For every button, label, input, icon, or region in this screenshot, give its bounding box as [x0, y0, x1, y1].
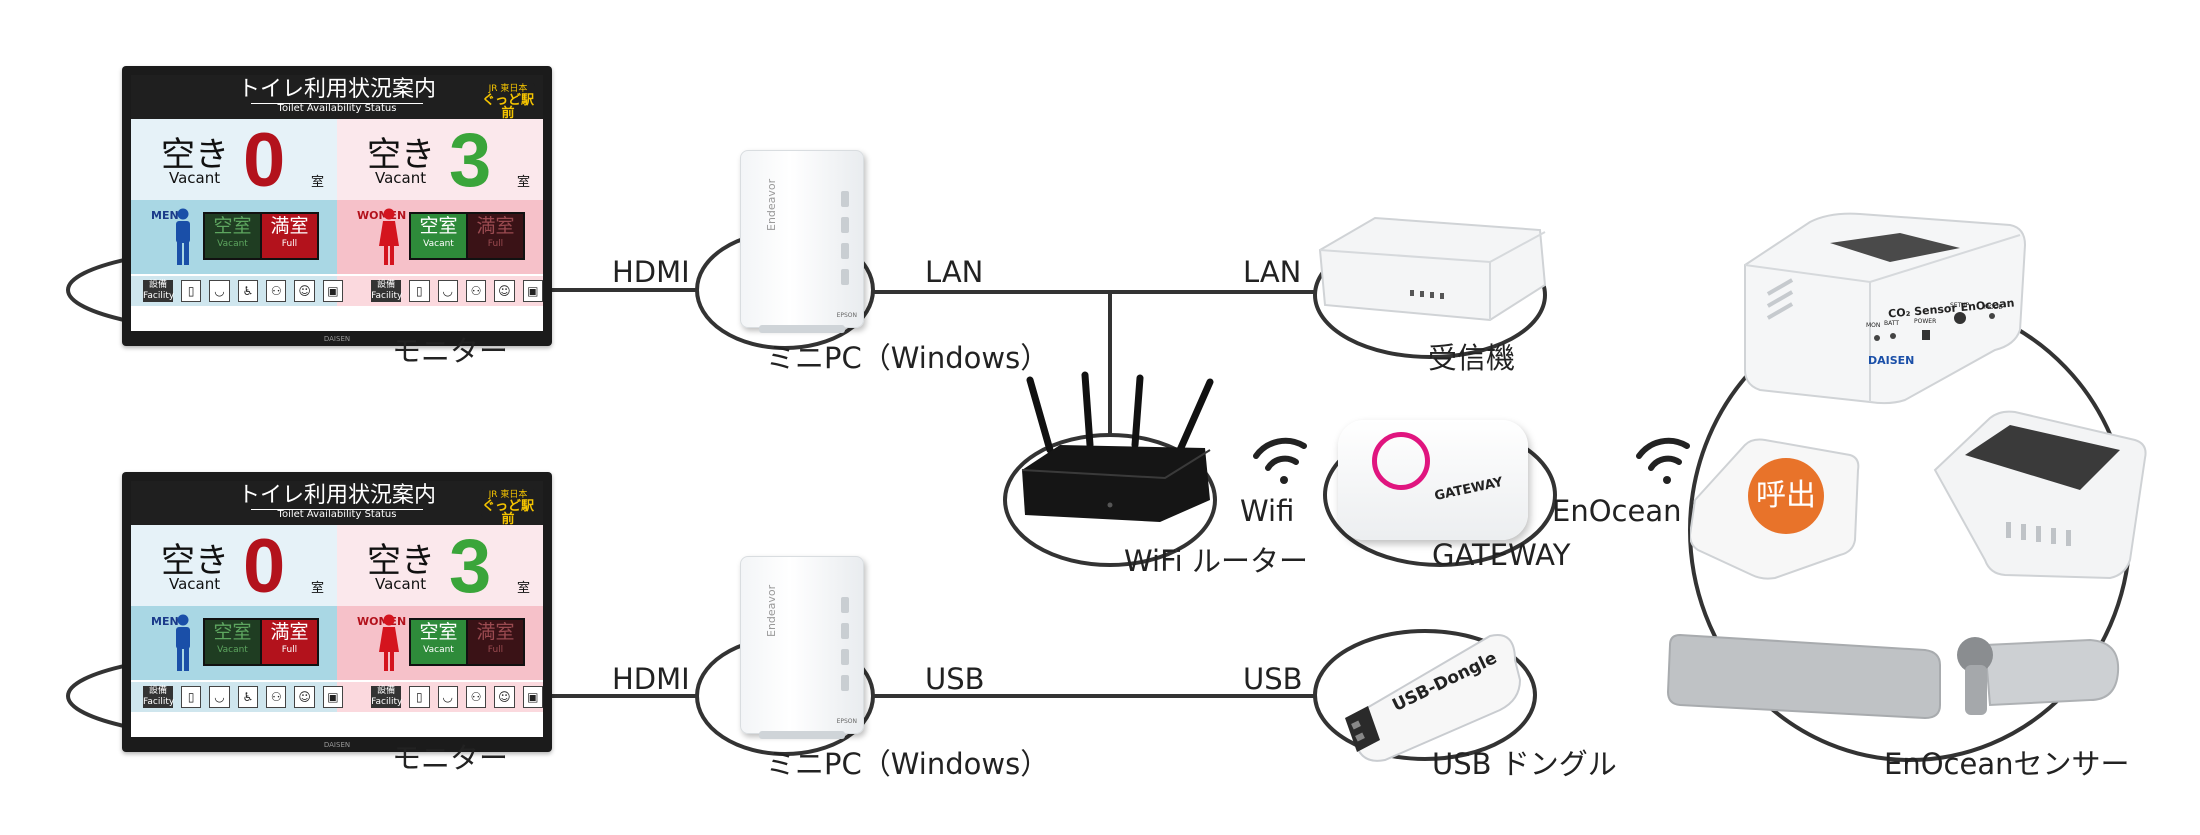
women-vacant-panel: 空き Vacant 3 室 [337, 524, 543, 609]
call-button-sensor: 呼出 [1690, 430, 1860, 580]
station-logo: JR 東日本 ぐっど駅前 [481, 83, 535, 121]
sink-icon: ◡ [437, 280, 458, 302]
women-icon [379, 208, 399, 265]
men-vacant-panel: 空き Vacant 0 室 [131, 524, 337, 609]
men-icon [176, 614, 190, 671]
label-monitor-top: モニター [392, 334, 509, 368]
wheelchair-icon: ♿ [237, 686, 259, 708]
label-usb-right: USB [1243, 662, 1303, 696]
co2-maker-logo: DAISEN [1868, 354, 1915, 367]
solar-sensor-device [1933, 410, 2147, 580]
gateway-device: GATEWAY [1338, 420, 1528, 540]
toilet-icon: ▯ [409, 686, 430, 708]
monitor-maker: DAISEN [323, 335, 351, 343]
toilet-icon: ▯ [409, 280, 430, 302]
label-receiver: 受信機 [1428, 341, 1516, 375]
monitor-bottom: トイレ利用状況案内 Toilet Availability Status JR … [122, 472, 552, 752]
label-wifi-router: WiFi ルーター [1124, 544, 1308, 578]
family-icon: ⚇ [465, 686, 487, 708]
monitor-maker: DAISEN [323, 741, 351, 749]
monitor-header: トイレ利用状況案内 Toilet Availability Status JR … [131, 75, 543, 121]
minipc-bottom: Endeavor EPSON [740, 556, 864, 739]
label-enocean-sensor: EnOceanセンサー [1884, 747, 2130, 781]
family-icon: ⚇ [266, 280, 287, 302]
monitor-header: トイレ利用状況案内 Toilet Availability Status JR … [131, 481, 543, 527]
wifi-signal-icon [1253, 437, 1307, 484]
monitor-title: トイレ利用状況案内 [237, 483, 436, 508]
minipc-top: Endeavor EPSON [740, 150, 864, 333]
urinal-icon: ◡ [209, 686, 230, 708]
monitor-subtitle: Toilet Availability Status [277, 103, 397, 114]
ostomate-icon: ▣ [522, 280, 543, 302]
call-icon: 呼出 [1748, 458, 1824, 534]
men-vacant-panel: 空き Vacant 0 室 [131, 118, 337, 203]
label-hdmi-top: HDMI [612, 255, 690, 289]
women-icon [379, 614, 399, 671]
monitor-top: トイレ利用状況案内 Toilet Availability Status JR … [122, 66, 552, 346]
label-lan-left: LAN [925, 255, 984, 289]
co2-sensor-device [1744, 212, 2027, 405]
wifi-router-device [1021, 371, 1214, 522]
enocean-signal-icon [1636, 437, 1690, 484]
baby-icon: ☺ [294, 686, 315, 708]
baby-icon: ☺ [294, 280, 315, 302]
men-icon [176, 208, 190, 265]
label-hdmi-bottom: HDMI [612, 662, 690, 696]
label-enocean: EnOcean [1552, 494, 1682, 528]
monitor-title: トイレ利用状況案内 [237, 77, 436, 102]
label-gateway: GATEWAY [1432, 538, 1571, 572]
ostomate-icon: ▣ [322, 686, 344, 708]
baby-icon: ☺ [494, 280, 515, 302]
magnet-sensor-device [1666, 633, 2120, 720]
toilet-icon: ▯ [181, 280, 202, 302]
toilet-icon: ▯ [181, 686, 202, 708]
women-count: 3 [449, 524, 492, 609]
station-logo: JR 東日本 ぐっど駅前 [481, 489, 535, 527]
usb-dongle-device [1345, 634, 1522, 762]
label-wifi: Wifi [1240, 494, 1295, 528]
women-count: 3 [449, 118, 492, 203]
label-lan-right: LAN [1243, 255, 1302, 289]
label-minipc-bottom: ミニPC（Windows） [766, 747, 1050, 781]
baby-icon: ☺ [494, 686, 515, 708]
gateway-logo-icon [1372, 432, 1430, 490]
receiver-device [1318, 216, 1547, 322]
wheelchair-icon: ♿ [237, 280, 259, 302]
label-monitor-bottom: モニター [392, 741, 509, 775]
urinal-icon: ◡ [209, 280, 230, 302]
men-count: 0 [243, 118, 286, 203]
label-minipc-top: ミニPC（Windows） [766, 341, 1050, 375]
men-count: 0 [243, 524, 286, 609]
label-usb-dongle: USB ドングル [1432, 747, 1617, 781]
women-vacant-panel: 空き Vacant 3 室 [337, 118, 543, 203]
label-usb-left: USB [925, 662, 985, 696]
ostomate-icon: ▣ [522, 686, 543, 708]
sink-icon: ◡ [437, 686, 458, 708]
ostomate-icon: ▣ [322, 280, 344, 302]
family-icon: ⚇ [266, 686, 287, 708]
family-icon: ⚇ [465, 280, 487, 302]
monitor-subtitle: Toilet Availability Status [277, 509, 397, 520]
